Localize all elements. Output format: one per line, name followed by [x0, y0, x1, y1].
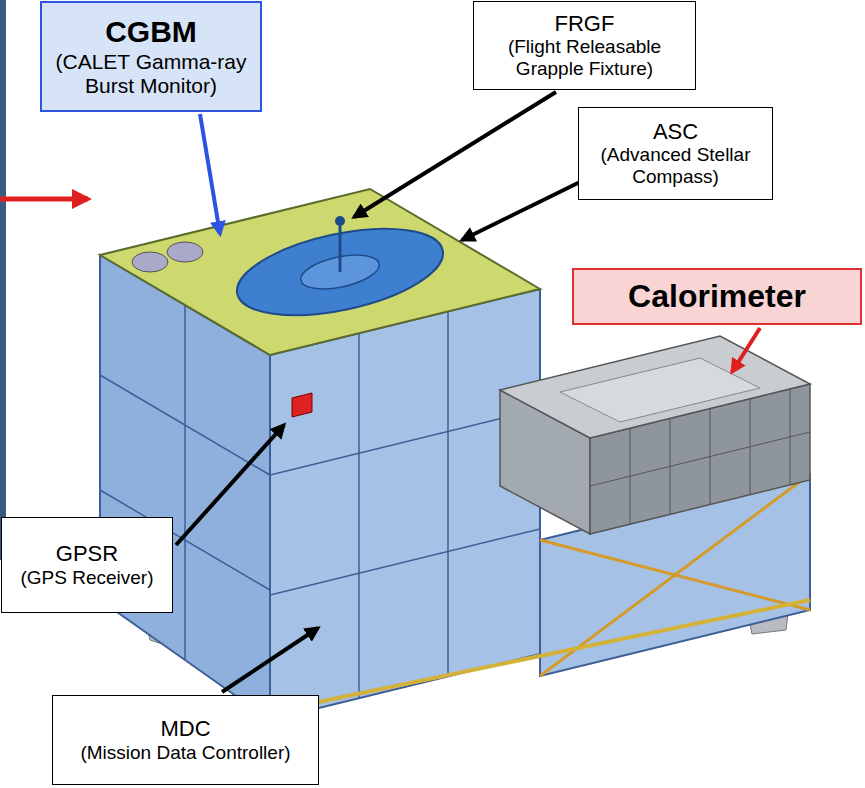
- callout-subtitle: (Mission Data Controller): [80, 742, 290, 764]
- tall-section-part: [167, 242, 203, 262]
- calorimeter-section-part: [500, 336, 810, 438]
- tall-section-part: [447, 311, 449, 676]
- tall-section-part: [270, 529, 540, 595]
- calorimeter-section-part: [270, 600, 810, 712]
- highlight-callout-box: Calorimeter: [572, 268, 862, 325]
- callout-subtitle: (Advanced Stellar Compass): [587, 144, 764, 188]
- callout-subtitle: (Flight Releasable Grapple Fixture): [482, 36, 687, 80]
- callout-box: FRGF(Flight Releasable Grapple Fixture): [473, 1, 696, 90]
- callout-box: GPSR(GPS Receiver): [1, 517, 173, 613]
- tall-section-part: [270, 289, 540, 720]
- tall-section-part: [100, 189, 540, 355]
- tall-section-part: [292, 393, 312, 417]
- callout-title: FRGF: [555, 11, 615, 36]
- leader-arrows-part: [200, 114, 220, 234]
- leader-arrows-part: [176, 425, 284, 545]
- callout-title: CGBM: [105, 15, 197, 50]
- tall-section-part: [184, 305, 186, 660]
- leader-arrows-part: [462, 180, 584, 240]
- tall-section-part: [132, 252, 168, 272]
- calorimeter-section-part: [590, 432, 810, 486]
- tall-section-part: [229, 213, 450, 331]
- callout-title: MDC: [160, 716, 210, 741]
- leader-arrows-part: [354, 92, 556, 217]
- highlight-callout-box: CGBM(CALET Gamma-ray Burst Monitor): [40, 1, 262, 112]
- callout-title: GPSR: [56, 541, 118, 566]
- background-strip: [0, 0, 6, 560]
- tall-section-part: [339, 224, 342, 272]
- callout-box: ASC(Advanced Stellar Compass): [578, 107, 773, 200]
- tall-section-part: [100, 375, 270, 475]
- tall-section: [100, 189, 540, 720]
- leader-arrows-part: [732, 328, 760, 372]
- calorimeter-section-part: [540, 540, 810, 610]
- calorimeter-section-part: [560, 358, 760, 422]
- callout-subtitle: (CALET Gamma-ray Burst Monitor): [50, 50, 252, 98]
- background-strip-part: [0, 0, 6, 560]
- callout-box: MDC(Mission Data Controller): [52, 695, 319, 785]
- leader-arrows-part: [0, 197, 88, 202]
- calorimeter-section: [270, 336, 810, 712]
- tall-section-part: [335, 216, 345, 226]
- leader-arrows-part: [222, 628, 318, 692]
- tall-section-part: [358, 333, 360, 698]
- callout-title: ASC: [653, 119, 698, 144]
- callout-subtitle: (GPS Receiver): [20, 567, 153, 589]
- callout-title: Calorimeter: [628, 278, 806, 315]
